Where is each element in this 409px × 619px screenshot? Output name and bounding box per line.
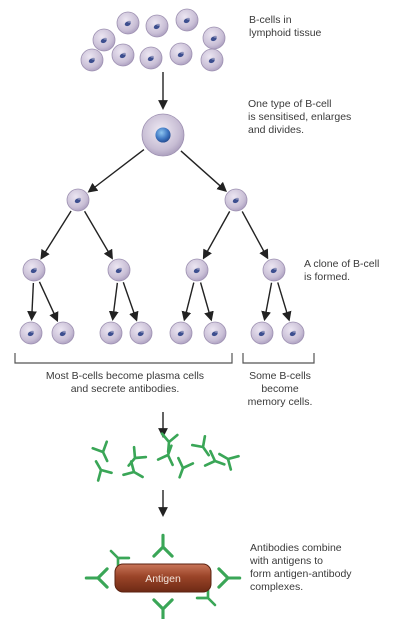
- antigen-antibody-complex: Antigen: [86, 535, 239, 619]
- b-cell: [170, 43, 192, 65]
- lymphoid-cell-cluster: [81, 9, 225, 71]
- b-cell: [146, 15, 168, 37]
- bound-antibody: [154, 535, 172, 556]
- clone-b-cell: [23, 259, 45, 281]
- memory-cell: [251, 322, 273, 344]
- label-clone-formed: A clone of B-cell is formed.: [304, 258, 379, 284]
- division-arrow: [85, 211, 112, 258]
- plasma-cell: [52, 322, 74, 344]
- division-arrow: [265, 283, 272, 319]
- division-arrow: [204, 211, 230, 257]
- label-memory-cells: Some B-cells become memory cells.: [238, 370, 322, 409]
- b-cell: [201, 49, 223, 71]
- division-arrow: [278, 282, 289, 319]
- antibody: [123, 461, 146, 483]
- division-arrow: [184, 283, 193, 320]
- plasma-cell: [20, 322, 42, 344]
- division-arrow: [39, 282, 57, 320]
- b-cell: [117, 12, 139, 34]
- label-lymphoid-tissue: B-cells in lymphoid tissue: [249, 14, 321, 40]
- division-arrow: [123, 282, 136, 320]
- b-cell: [140, 47, 162, 69]
- antibody: [123, 447, 146, 470]
- plasma-cell: [204, 322, 226, 344]
- dividing-b-cell: [225, 189, 247, 211]
- division-arrow: [201, 282, 212, 319]
- plasma-cell: [170, 322, 192, 344]
- b-cell: [203, 27, 225, 49]
- label-sensitised: One type of B-cell is sensitised, enlarg…: [248, 98, 351, 137]
- bound-antibody: [86, 569, 107, 587]
- clone-cell-tree: [20, 114, 304, 344]
- cell-nucleus: [155, 127, 170, 142]
- b-cell: [176, 9, 198, 31]
- division-arrow: [41, 211, 71, 258]
- plasma-cell: [130, 322, 152, 344]
- label-plasma-cells: Most B-cells become plasma cells and sec…: [14, 370, 236, 396]
- antibody: [172, 458, 192, 480]
- division-arrow: [89, 150, 144, 192]
- division-arrow: [242, 211, 267, 257]
- antibody: [216, 447, 239, 469]
- plasma-bracket: [15, 353, 232, 363]
- clone-b-cell: [186, 259, 208, 281]
- dividing-b-cell: [67, 189, 89, 211]
- b-cell: [93, 29, 115, 51]
- memory-bracket: [243, 353, 314, 363]
- b-cell: [81, 49, 103, 71]
- division-arrow: [181, 151, 226, 191]
- clone-b-cell: [263, 259, 285, 281]
- memory-cell: [282, 322, 304, 344]
- b-cell: [112, 44, 134, 66]
- plasma-cell: [100, 322, 122, 344]
- division-arrow: [32, 283, 34, 319]
- clone-b-cell: [108, 259, 130, 281]
- bound-antibody: [154, 600, 172, 619]
- sensitised-b-cell: [142, 114, 184, 156]
- label-antibodies-combine: Antibodies combine with antigens to form…: [250, 542, 352, 594]
- grouping-brackets: [15, 353, 314, 363]
- bound-antibody: [219, 569, 240, 587]
- free-antibodies: [89, 434, 238, 484]
- division-arrow: [113, 283, 118, 319]
- antigen-label: Antigen: [145, 573, 181, 585]
